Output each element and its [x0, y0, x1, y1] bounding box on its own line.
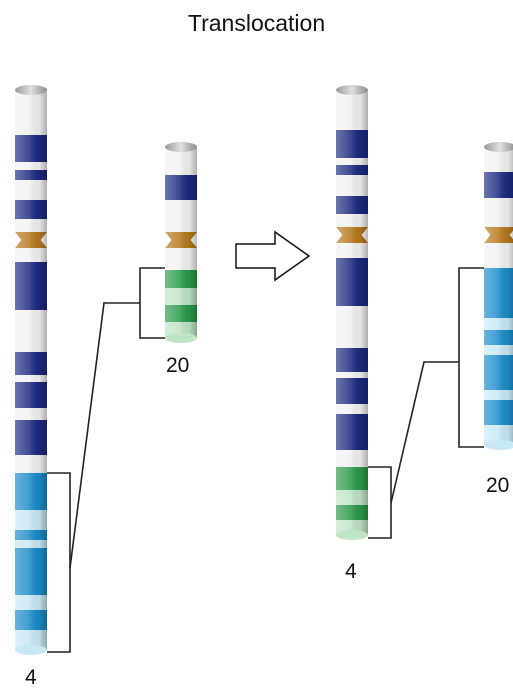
chromosome-20-label-after: 20	[486, 474, 510, 497]
after-20-chromosome	[484, 142, 513, 450]
before-4-bottom-cap	[15, 645, 47, 655]
before-4-top-cap	[15, 85, 47, 95]
chromosome-4-label-before: 4	[25, 666, 37, 689]
before-20-top-cap	[165, 142, 197, 152]
before-20-bottom-cap	[165, 333, 197, 343]
after-4-chromosome	[336, 85, 368, 540]
after-4-shading	[336, 90, 368, 535]
chromosome-4-label-after: 4	[345, 560, 357, 583]
after-4-top-cap	[336, 85, 368, 95]
before-20-shading	[165, 147, 197, 338]
connector-line-after	[390, 361, 459, 504]
after-4-bottom-cap	[336, 530, 368, 540]
bracket-before-4	[47, 472, 71, 653]
connector-line-before	[69, 302, 140, 569]
bracket-after-20	[458, 267, 484, 448]
page-title: Translocation	[187, 10, 326, 36]
before-4-chromosome	[15, 85, 47, 655]
after-20-top-cap	[484, 142, 513, 152]
bracket-before-20	[139, 267, 165, 339]
right-arrow-icon	[235, 230, 311, 282]
bracket-after-4	[368, 466, 392, 539]
after-20-shading	[484, 147, 513, 445]
after-20-bottom-cap	[484, 440, 513, 450]
chromosome-20-label-before: 20	[166, 354, 190, 377]
before-4-shading	[15, 90, 47, 650]
before-20-chromosome	[165, 142, 197, 343]
